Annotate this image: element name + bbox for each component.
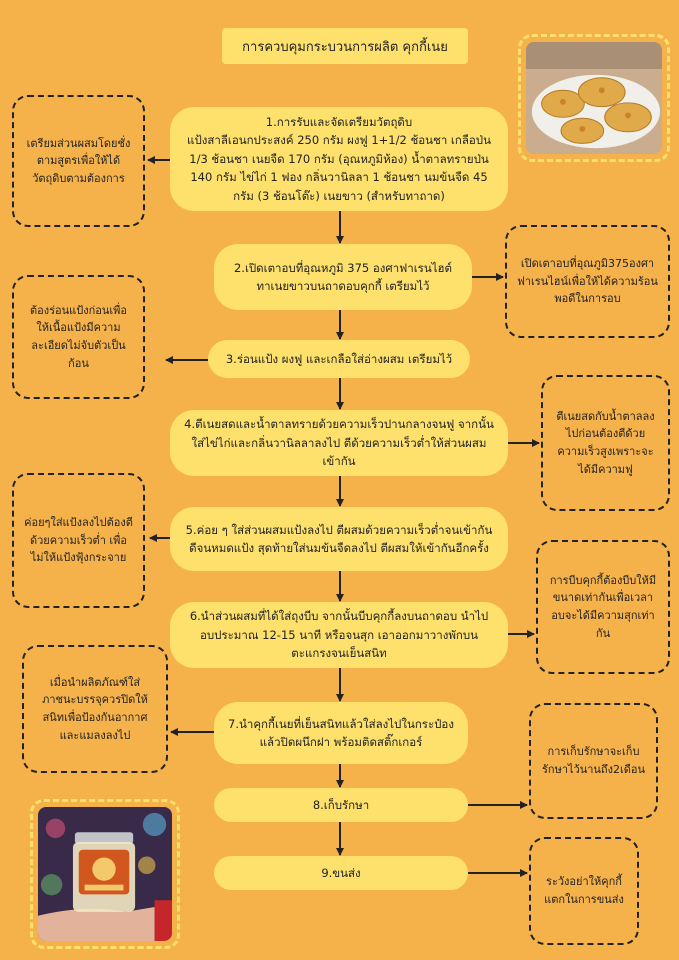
step-3-sift-flour: 3.ร่อนแป้ง ผงฟู และเกลือใส่อ่างผสม เตรีย…	[208, 340, 470, 378]
note-9: ระวังอย่าให้คุกกี้แตกในการขนส่ง	[529, 837, 639, 945]
step-9-text: 9.ขนส่ง	[321, 865, 361, 880]
step-2-text: 2.เปิดเตาอบที่อุณหภูมิ 375 องศาฟาเรนไฮต์…	[233, 260, 452, 293]
note-7-text: เมื่อนำผลิตภัณฑ์ใส่ภาชนะบรรจุควรปิดให้สน…	[42, 675, 148, 742]
note-8: การเก็บรักษาจะเก็บรักษาไว้นานถึง2เดือน	[529, 703, 658, 819]
step-1-heading: 1.การรับและจัดเตรียมวัตถุดิบ	[265, 115, 413, 130]
step-7-pack-seal: 7.นำคุกกี้เนยที่เย็นสนิทแล้วใส่ลงไปในกระ…	[214, 702, 468, 764]
step-4-text: 4.ตีเนยสดและน้ำตาลทรายด้วยความเร็วปานกลา…	[184, 417, 494, 469]
note-9-text: ระวังอย่าให้คุกกี้แตกในการขนส่ง	[544, 875, 624, 906]
note-1-text: เตรียมส่วนผสมโดยชั่งตามสูตรเพื่อให้ได้วั…	[26, 136, 131, 185]
step-6-pipe-bake-cool: 6.นำส่วนผสมที่ได้ใส่ถุงบีบ จากนั้นบีบคุก…	[170, 602, 508, 668]
step-2-preheat-oven: 2.เปิดเตาอบที่อุณหภูมิ 375 องศาฟาเรนไฮต์…	[214, 244, 472, 310]
note-1: เตรียมส่วนผสมโดยชั่งตามสูตรเพื่อให้ได้วั…	[12, 95, 145, 227]
step-1-body: แป้งสาลีเอนกประสงค์ 250 กรัม ผงฟู 1+1/2 …	[187, 133, 491, 203]
cookie-photo	[518, 34, 670, 162]
note-2: เปิดเตาอบที่อุณภูมิ375องศาฟาเรนไฮน์เพื่อ…	[505, 225, 670, 338]
step-5-add-flour-mix: 5.ค่อย ๆ ใส่ส่วนผสมแป้งลงไป ตีผสมด้วยควา…	[170, 507, 508, 571]
note-3: ต้องร่อนแป้งก่อนเพื่อให้เนื้อแป้งมีความล…	[12, 275, 145, 399]
note-3-text: ต้องร่อนแป้งก่อนเพื่อให้เนื้อแป้งมีความล…	[29, 303, 127, 370]
step-6-text: 6.นำส่วนผสมที่ได้ใส่ถุงบีบ จากนั้นบีบคุก…	[189, 609, 489, 661]
note-6-text: การบีบคุกกี้ต้องบีบให้มีขนาดเท่ากันเพื่อ…	[549, 573, 657, 640]
step-1-receive-prepare-ingredients: 1.การรับและจัดเตรียมวัตถุดิบ แป้งสาลีเอน…	[170, 107, 508, 211]
note-7: เมื่อนำผลิตภัณฑ์ใส่ภาชนะบรรจุควรปิดให้สน…	[22, 645, 168, 773]
page-title: การควบคุมกระบวนการผลิต คุกกี้เนย	[222, 28, 468, 64]
note-6: การบีบคุกกี้ต้องบีบให้มีขนาดเท่ากันเพื่อ…	[536, 540, 670, 674]
note-5: ค่อยๆใส่แป้งลงไปต้องตีด้วยความเร็วต่ำ เพ…	[12, 473, 145, 608]
note-5-text: ค่อยๆใส่แป้งลงไปต้องตีด้วยความเร็วต่ำ เพ…	[24, 516, 133, 565]
note-4: ตีเนยสดกับน้ำตาลลงไปก่อนต้องตีด้วยความเร…	[541, 375, 670, 511]
step-8-storage: 8.เก็บรักษา	[214, 788, 468, 822]
step-3-text: 3.ร่อนแป้ง ผงฟู และเกลือใส่อ่างผสม เตรีย…	[225, 351, 453, 366]
packaged-cookie-photo	[30, 799, 180, 949]
step-8-text: 8.เก็บรักษา	[312, 797, 370, 812]
step-7-text: 7.นำคุกกี้เนยที่เย็นสนิทแล้วใส่ลงไปในกระ…	[228, 716, 454, 749]
step-5-text: 5.ค่อย ๆ ใส่ส่วนผสมแป้งลงไป ตีผสมด้วยควา…	[185, 522, 493, 555]
note-8-text: การเก็บรักษาจะเก็บรักษาไว้นานถึง2เดือน	[542, 745, 645, 776]
note-2-text: เปิดเตาอบที่อุณภูมิ375องศาฟาเรนไฮน์เพื่อ…	[517, 257, 658, 306]
note-4-text: ตีเนยสดกับน้ำตาลลงไปก่อนต้องตีด้วยความเร…	[556, 409, 655, 476]
step-4-cream-butter-sugar: 4.ตีเนยสดและน้ำตาลทรายด้วยความเร็วปานกลา…	[170, 410, 508, 476]
step-9-transport: 9.ขนส่ง	[214, 856, 468, 890]
